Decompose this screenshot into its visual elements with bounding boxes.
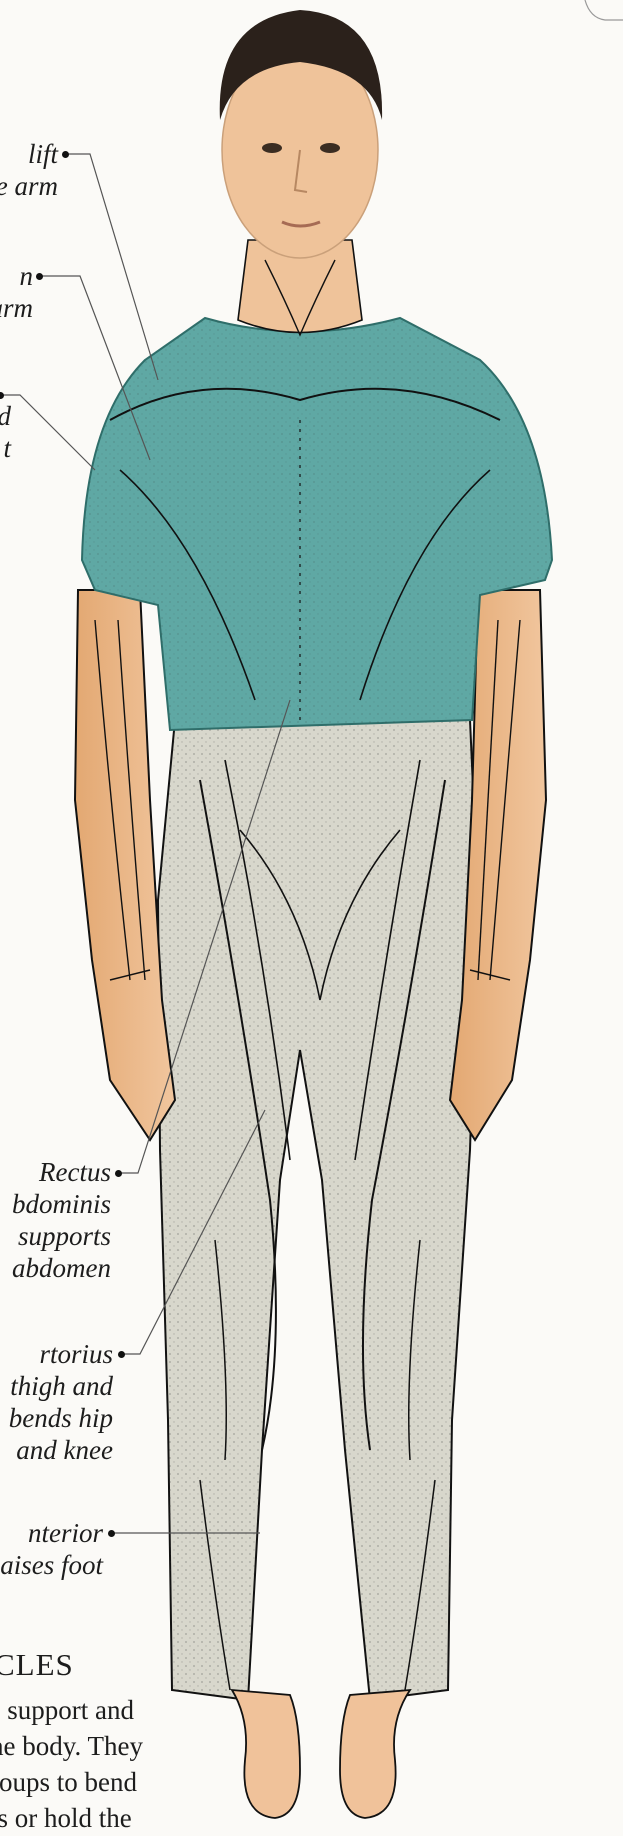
sartorius-pointer-dot [118, 1351, 125, 1358]
body-line-2: he body. They [0, 1728, 143, 1764]
deltoid-pointer-dot [62, 151, 69, 158]
biceps-label-line-1: n [0, 260, 33, 292]
rectus-label-line-4: abdomen [12, 1252, 111, 1284]
trousers [158, 720, 478, 1700]
sartorius-label-line-3: bends hip [9, 1402, 113, 1434]
pectoralis-label-line-1: d [0, 400, 11, 432]
rectus-label-line-3: supports [12, 1220, 111, 1252]
rectus-abdominis-label: Rectus bdominis supports abdomen [12, 1156, 111, 1284]
tibialis-anterior-label: nterior aises foot [0, 1517, 103, 1581]
biceps-label-line-2: arm [0, 292, 33, 324]
head [220, 10, 382, 258]
rectus-pointer-dot [115, 1170, 122, 1177]
rectus-label-line-1: Rectus [12, 1156, 111, 1188]
deltoid-label: lift e arm [0, 138, 58, 202]
pectoralis-label-line-2: t [0, 432, 11, 464]
sartorius-label-line-2: thigh and [9, 1370, 113, 1402]
tibialis-pointer-dot [108, 1530, 115, 1537]
biceps-pointer-dot [36, 273, 43, 280]
sartorius-label-line-4: and knee [9, 1434, 113, 1466]
section-heading: CLES [0, 1647, 74, 1683]
biceps-label: n arm [0, 260, 33, 324]
body-paragraph: s support and he body. They roups to ben… [0, 1692, 143, 1836]
feet [232, 1690, 410, 1818]
sartorius-label-line-1: rtorius [9, 1338, 113, 1370]
tibialis-label-line-1: nterior [0, 1517, 103, 1549]
sartorius-label: rtorius thigh and bends hip and knee [9, 1338, 113, 1466]
body-line-1: s support and [0, 1692, 143, 1728]
body-line-4: ts or hold the [0, 1800, 143, 1836]
pectoralis-label: d t [0, 400, 11, 464]
rectus-label-line-2: bdominis [12, 1188, 111, 1220]
body-line-3: roups to bend [0, 1764, 143, 1800]
deltoid-label-line-1: lift [0, 138, 58, 170]
tibialis-label-line-2: aises foot [0, 1549, 103, 1581]
deltoid-label-line-2: e arm [0, 170, 58, 202]
